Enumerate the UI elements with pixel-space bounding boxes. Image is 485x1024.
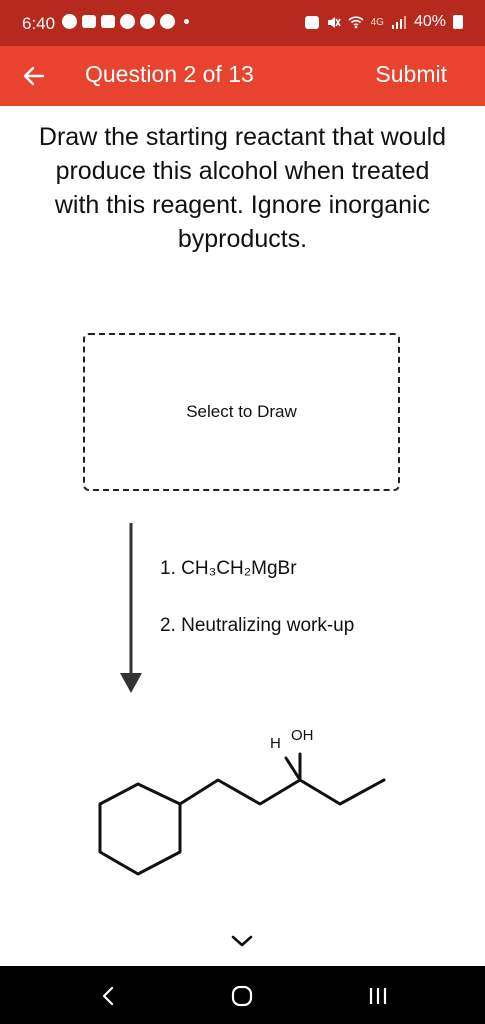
draw-area-label: Select to Draw (186, 402, 297, 421)
wifi-icon (348, 16, 364, 29)
app-icon (160, 14, 175, 29)
system-nav-bar (0, 966, 485, 1024)
mute-icon (327, 16, 341, 28)
status-right: 4G 40% (304, 13, 463, 31)
product-structure: H OH (98, 727, 386, 876)
battery-icon (453, 15, 463, 29)
facebook-icon (140, 14, 155, 29)
chevron-down-icon[interactable] (229, 932, 255, 950)
more-notifications-dot-icon (184, 19, 189, 24)
facebook-icon (120, 14, 135, 29)
hydroxyl-label: OH (291, 727, 314, 744)
notification-icon (82, 15, 96, 28)
carbon-chain (178, 778, 386, 806)
reaction-arrow (120, 523, 142, 693)
hydrogen-label: H (270, 735, 281, 752)
cyclohexane-ring (98, 782, 182, 876)
reagent-step-1: 1. CH₃CH₂MgBr (160, 558, 297, 579)
notification-icons (62, 14, 189, 29)
network-type: 4G (370, 16, 384, 28)
alarm-icon (304, 15, 319, 29)
question-counter: Question 2 of 13 (85, 61, 254, 87)
nav-recents-icon[interactable] (362, 980, 394, 1012)
status-time: 6:40 (22, 14, 56, 33)
question-prompt: Draw the starting reactant that would pr… (38, 123, 447, 253)
messenger-icon (62, 14, 77, 29)
battery-percent: 40% (413, 13, 446, 30)
draw-area[interactable]: Select to Draw (83, 333, 400, 491)
status-bar: 6:40 4G 40% (0, 0, 485, 46)
nav-home-icon[interactable] (226, 980, 258, 1012)
submit-button[interactable]: Submit (375, 61, 447, 87)
nav-back-icon[interactable] (92, 980, 124, 1012)
back-arrow-icon[interactable] (18, 60, 50, 92)
h-bond (284, 756, 302, 782)
app-header: Question 2 of 13 Submit (0, 46, 485, 106)
signal-icon (391, 16, 406, 29)
reagent-step-2: 2. Neutralizing work-up (160, 615, 355, 636)
calendar-icon (101, 15, 115, 28)
